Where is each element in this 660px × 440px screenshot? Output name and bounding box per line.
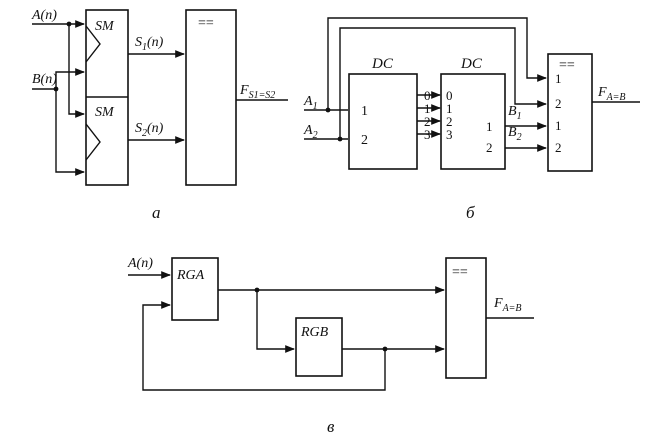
a2-bypass-wire xyxy=(339,27,547,139)
dc1-out2: 2 xyxy=(424,114,431,129)
output-b-label: FA=B xyxy=(597,85,626,103)
decoder-1 xyxy=(348,73,418,170)
input-a-branch xyxy=(68,24,85,118)
register-a-label: RGA xyxy=(176,268,205,283)
sum2-label: S2(n) xyxy=(135,121,164,139)
dc1-out1: 1 xyxy=(424,101,431,116)
comparator-label: == xyxy=(198,16,214,31)
dc2-out1: 1 xyxy=(486,119,493,134)
adder-top-zigzag xyxy=(85,25,101,63)
input-c-label: A(n) xyxy=(127,256,153,271)
diagram-c: RGA RGB == A(n) FA=B в xyxy=(127,256,534,436)
output-c-label: FA=B xyxy=(493,296,522,314)
feedback-wire xyxy=(142,301,386,391)
in-a2-label: A2 xyxy=(303,123,318,141)
comparator-b xyxy=(547,53,593,172)
dc2-in2: 2 xyxy=(446,114,453,129)
dc1-in2: 2 xyxy=(361,133,368,148)
adder-bottom-label: SM xyxy=(95,105,115,120)
caption-a: a xyxy=(152,203,161,222)
comparator-c-label: == xyxy=(452,265,468,280)
register-b-label: RGB xyxy=(300,325,329,340)
caption-c: в xyxy=(327,417,335,436)
caption-b: б xyxy=(466,203,475,222)
comparator-b-label: == xyxy=(559,58,575,73)
dc1-in1: 1 xyxy=(361,104,368,119)
decoder-1-title: DC xyxy=(371,56,394,72)
input-a-label: A(n) xyxy=(31,8,57,23)
a1-bypass-wire xyxy=(327,17,547,110)
cmp-in-2: 2 xyxy=(555,96,562,111)
input-b-label: B(n) xyxy=(32,72,57,87)
rga-to-rgb-wire xyxy=(256,290,295,353)
in-a1-label: A1 xyxy=(303,94,318,112)
dc1-out3: 3 xyxy=(424,127,431,142)
comparator-block xyxy=(185,9,237,186)
input-b-down-wire xyxy=(55,89,85,176)
b1-label: B1 xyxy=(508,104,522,122)
register-b xyxy=(295,317,343,377)
dc2-in0: 0 xyxy=(446,88,453,103)
register-a xyxy=(171,257,219,321)
adder-top-label: SM xyxy=(95,19,115,34)
diagram-a: SM SM == A(n) B(n) S1(n) S2(n) FS1=S2 a xyxy=(31,8,288,222)
cmp-in-3: 1 xyxy=(555,118,562,133)
b2-label: B2 xyxy=(508,125,522,143)
cmp-in-4: 2 xyxy=(555,140,562,155)
input-b-up-wire xyxy=(55,68,85,89)
sum1-label: S1(n) xyxy=(135,35,164,53)
comparator-c xyxy=(445,257,487,379)
output-label: FS1=S2 xyxy=(239,83,275,101)
dc2-out2: 2 xyxy=(486,140,493,155)
diagram-b: DC DC == A1 A2 1 2 0 1 2 3 0 1 2 3 xyxy=(303,17,640,222)
adder-bottom-zigzag xyxy=(85,123,101,161)
decoder-2-title: DC xyxy=(460,56,483,72)
cmp-in-1: 1 xyxy=(555,71,562,86)
dc1-out0: 0 xyxy=(424,88,431,103)
dc2-in1: 1 xyxy=(446,101,453,116)
decoder-2 xyxy=(440,73,506,170)
dc2-in3: 3 xyxy=(446,127,453,142)
